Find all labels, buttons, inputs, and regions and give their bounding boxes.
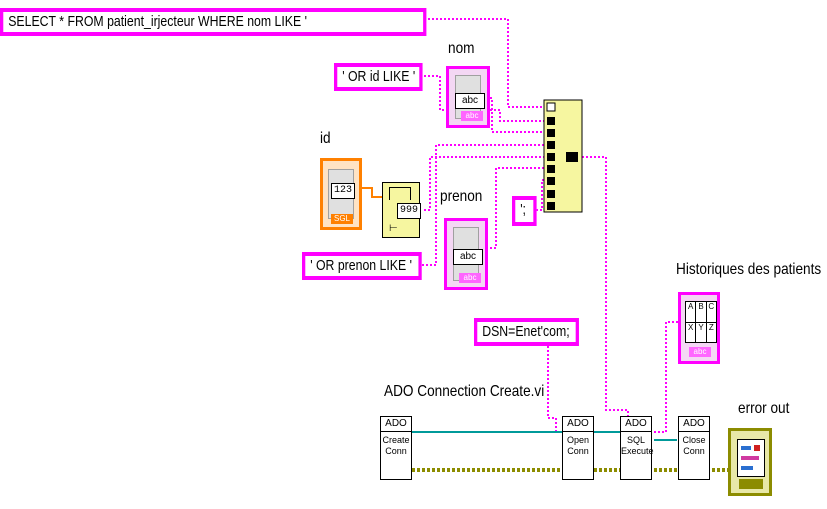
sql-select-constant[interactable]: SELECT * FROM patient_irjecteur WHERE no… xyxy=(0,8,427,36)
table-cell: B xyxy=(696,302,706,322)
convert-arrow-icon xyxy=(389,187,411,200)
table-cell: Z xyxy=(706,322,716,342)
id-number-value: 123 xyxy=(331,183,355,199)
nom-label: nom xyxy=(448,40,475,57)
prenon-type-tag: abc xyxy=(459,273,481,283)
prenon-label: prenon xyxy=(440,188,483,205)
wire-or-prenon xyxy=(422,144,548,266)
width-marker-icon: ⊢ xyxy=(389,223,398,234)
table-cell: A xyxy=(686,302,696,322)
wire-prenon xyxy=(486,167,548,249)
wire-semicolon xyxy=(536,179,548,211)
number-to-string-node[interactable]: 999 ⊢ xyxy=(382,182,421,238)
or-prenon-constant[interactable]: ' OR prenon LIKE ' xyxy=(302,252,422,280)
wire-recordset xyxy=(654,321,681,433)
id-type-tag: SGL xyxy=(331,214,353,224)
prenon-string-control[interactable]: abc abc xyxy=(444,218,488,290)
dsn-constant[interactable]: DSN=Enet'com; xyxy=(474,318,579,346)
id-label: id xyxy=(320,130,331,147)
wire-nom xyxy=(486,97,548,133)
wire-sql-out xyxy=(582,156,629,428)
nom-string-control[interactable]: abc abc xyxy=(446,66,490,128)
concatenate-strings-node xyxy=(543,99,583,213)
table-cell: Y xyxy=(696,322,706,342)
ado-create-label: ADO Connection Create.vi xyxy=(384,383,545,400)
table-type-tag: abc xyxy=(689,347,711,357)
error-cluster-icon xyxy=(737,439,765,477)
semicolon-constant[interactable]: '; xyxy=(512,196,537,226)
historiques-label: Historiques des patients xyxy=(676,261,822,278)
error-out-indicator[interactable] xyxy=(728,428,772,496)
wire-dsn xyxy=(547,338,562,433)
historiques-table-indicator[interactable]: A B C X Y Z abc xyxy=(678,292,720,364)
table-cell: C xyxy=(706,302,716,322)
nom-type-tag: abc xyxy=(461,111,483,121)
wire-id-numeric xyxy=(360,187,385,198)
table-cell: X xyxy=(686,322,696,342)
nom-abc-value: abc xyxy=(455,93,485,109)
error-out-label: error out xyxy=(738,400,790,417)
conv-value: 999 xyxy=(397,203,421,219)
prenon-abc-value: abc xyxy=(453,249,483,265)
or-id-constant[interactable]: ' OR id LIKE ' xyxy=(334,63,423,91)
id-numeric-control[interactable]: 123 SGL xyxy=(320,158,362,230)
wire-select xyxy=(428,18,548,108)
wire-id-string xyxy=(424,156,548,211)
